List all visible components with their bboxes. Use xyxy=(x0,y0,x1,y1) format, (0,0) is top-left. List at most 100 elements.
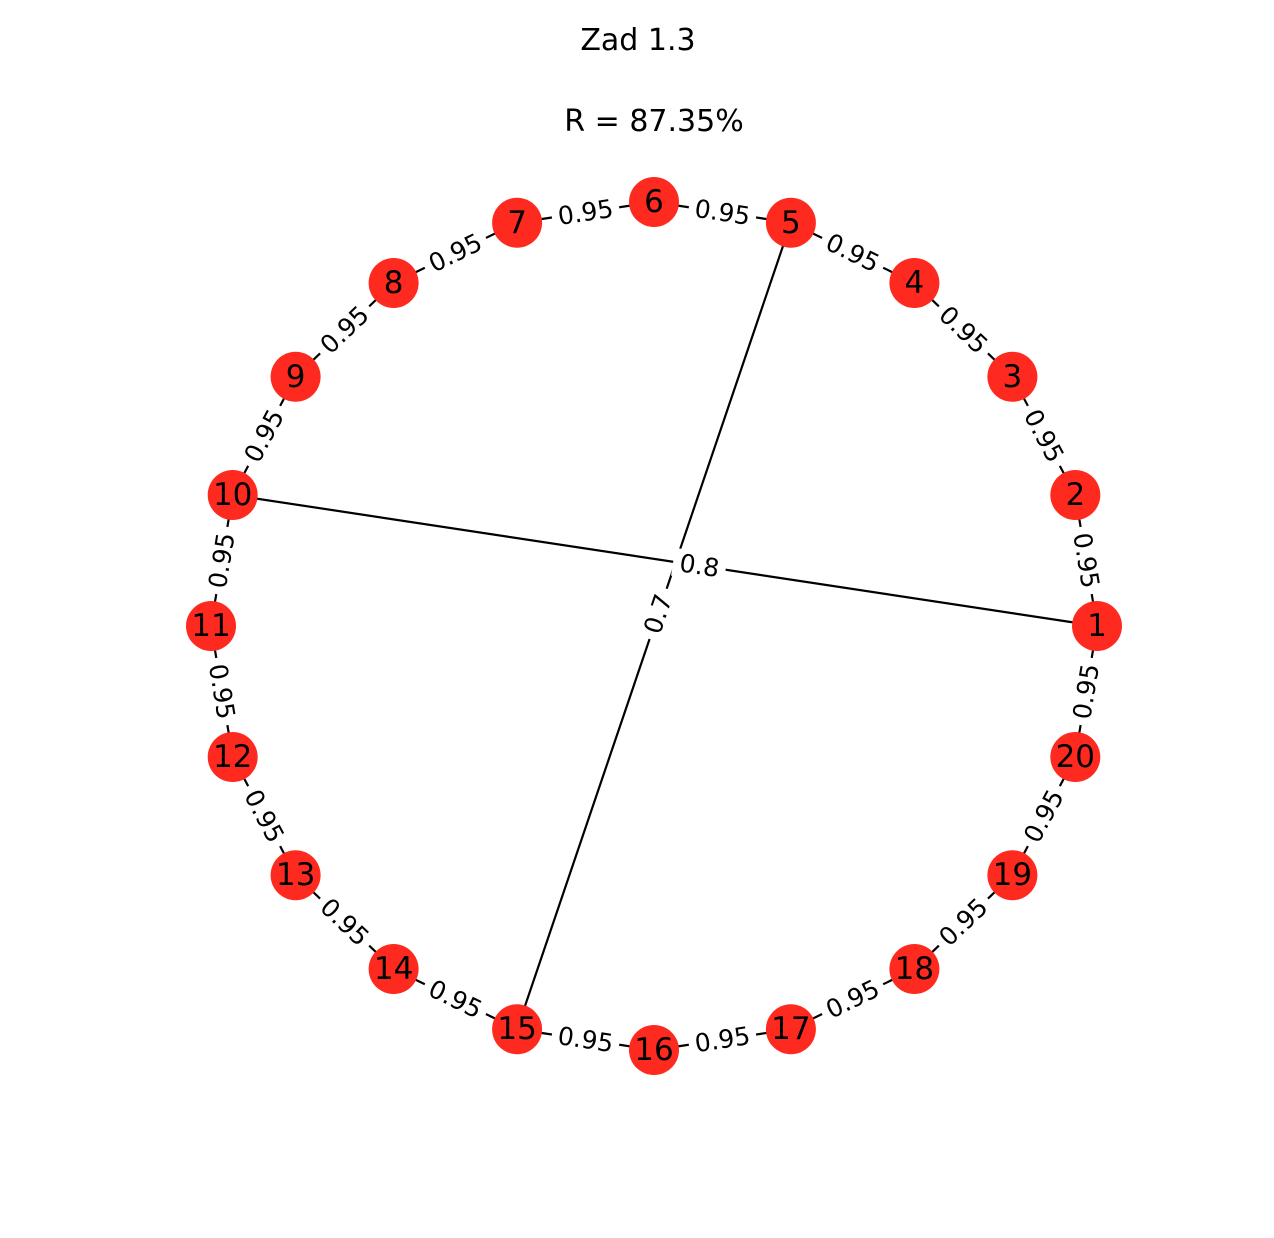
edge-weight-label: 0.95 xyxy=(424,974,487,1024)
node-18 xyxy=(889,944,940,995)
edge-label-group-5-15: 0.7 xyxy=(636,584,680,644)
edge-label-background xyxy=(1066,524,1106,597)
node-label-18: 18 xyxy=(895,951,934,987)
node-label-4: 4 xyxy=(905,265,925,301)
edge-label-background xyxy=(418,225,493,281)
node-9 xyxy=(270,351,321,402)
edge-weight-label: 0.8 xyxy=(678,548,722,583)
node-label-16: 16 xyxy=(634,1032,673,1068)
edge-label-group-16-17: 0.95 xyxy=(686,1020,759,1059)
edge-weight-label: 0.95 xyxy=(203,662,241,722)
edge-label-background xyxy=(1066,655,1106,728)
edge-label-background xyxy=(418,971,493,1027)
edge-label-group-17-18: 0.95 xyxy=(815,971,890,1027)
edge-label-group-10-11: 0.95 xyxy=(202,524,242,597)
edge-label-background xyxy=(549,193,622,232)
node-11 xyxy=(186,601,236,651)
edge-label-background xyxy=(1015,399,1073,473)
node-label-6: 6 xyxy=(644,184,664,220)
edge-weight-label: 0.95 xyxy=(693,194,752,231)
edge-label-group-19-20: 0.95 xyxy=(1015,779,1073,853)
node-label-12: 12 xyxy=(213,739,252,775)
node-label-10: 10 xyxy=(213,477,252,513)
figure-title: Zad 1.3 xyxy=(580,23,695,58)
edge-label-background xyxy=(235,399,293,473)
node-label-1: 1 xyxy=(1087,608,1107,644)
edge-label-group-15-16: 0.95 xyxy=(549,1020,622,1059)
edge-label-background xyxy=(235,779,293,853)
node-7 xyxy=(492,197,543,248)
edge-weight-label: 0.95 xyxy=(556,194,615,231)
edge-label-group-9-10: 0.95 xyxy=(235,399,293,473)
edge-label-group-13-14: 0.95 xyxy=(310,888,379,956)
edge-label-group-7-8: 0.95 xyxy=(418,225,493,281)
edge-label-background xyxy=(202,655,242,728)
node-label-5: 5 xyxy=(781,205,801,241)
node-5 xyxy=(765,197,816,248)
figure-subtitle: R = 87.35% xyxy=(564,104,743,139)
edge-weight-label: 0.95 xyxy=(821,974,884,1024)
node-label-9: 9 xyxy=(286,359,306,395)
node-label-7: 7 xyxy=(507,205,527,241)
edge-label-group-8-9: 0.95 xyxy=(310,296,379,364)
edge-label-group-2-3: 0.95 xyxy=(1015,399,1073,473)
edge-weight-label: 0.95 xyxy=(556,1021,615,1058)
edge-weight-label: 0.95 xyxy=(1067,531,1105,591)
edge-label-group-1-2: 0.95 xyxy=(1066,524,1106,597)
node-15 xyxy=(492,1004,543,1055)
node-3 xyxy=(987,351,1038,402)
edge-label-group-3-4: 0.95 xyxy=(929,296,998,364)
edge-weight-label: 0.95 xyxy=(693,1021,752,1058)
node-label-17: 17 xyxy=(771,1011,810,1047)
node-20 xyxy=(1050,732,1101,783)
edge-label-background xyxy=(815,225,890,281)
edge-label-group-18-19: 0.95 xyxy=(929,888,998,956)
edge-label-background xyxy=(686,1020,759,1059)
node-label-19: 19 xyxy=(993,857,1032,893)
node-1 xyxy=(1072,601,1122,651)
edge-label-group-5-6: 0.95 xyxy=(686,193,759,232)
edge-label-background xyxy=(686,193,759,232)
edge-label-background xyxy=(310,888,379,956)
node-8 xyxy=(368,257,419,308)
node-19 xyxy=(987,850,1038,901)
edge-label-background xyxy=(549,1020,622,1059)
edge-label-background xyxy=(636,584,680,644)
edge-label-group-20-1: 0.95 xyxy=(1066,655,1106,728)
node-label-11: 11 xyxy=(191,608,230,644)
node-label-2: 2 xyxy=(1065,477,1085,513)
node-17 xyxy=(765,1004,816,1055)
node-4 xyxy=(889,257,940,308)
edge-label-group-4-5: 0.95 xyxy=(815,225,890,281)
node-label-3: 3 xyxy=(1003,359,1023,395)
node-label-13: 13 xyxy=(276,857,315,893)
node-label-14: 14 xyxy=(374,951,413,987)
edge-label-background xyxy=(929,296,998,364)
edge-label-background xyxy=(929,888,998,956)
edge-label-background xyxy=(1015,779,1073,853)
edge-weight-label: 0.95 xyxy=(203,531,241,591)
edge-label-group-11-12: 0.95 xyxy=(202,655,242,728)
edge-label-background xyxy=(310,296,379,364)
edge-weight-label: 0.95 xyxy=(821,228,884,278)
node-label-20: 20 xyxy=(1056,739,1095,775)
node-2 xyxy=(1050,469,1101,520)
node-label-8: 8 xyxy=(384,265,404,301)
edge-label-group-6-7: 0.95 xyxy=(549,193,622,232)
edge-1-10 xyxy=(232,493,1098,628)
node-12 xyxy=(207,732,258,783)
node-16 xyxy=(629,1025,679,1075)
edge-label-group-1-10: 0.8 xyxy=(671,547,728,584)
edge-labels-layer: 0.95 0.95 0.95 0.95 0.95 0.95 0.95 0.95 0.95 0.95… xyxy=(202,193,1106,1059)
edge-label-background xyxy=(815,971,890,1027)
edge-label-group-12-13: 0.95 xyxy=(235,779,293,853)
edge-weight-label: 0.95 xyxy=(424,228,487,278)
node-10 xyxy=(207,469,258,520)
node-6 xyxy=(629,177,679,227)
edge-label-group-14-15: 0.95 xyxy=(418,971,493,1027)
edge-weight-label: 0.95 xyxy=(1067,662,1105,722)
node-13 xyxy=(270,850,321,901)
edge-label-background xyxy=(671,547,728,584)
node-14 xyxy=(368,944,419,995)
